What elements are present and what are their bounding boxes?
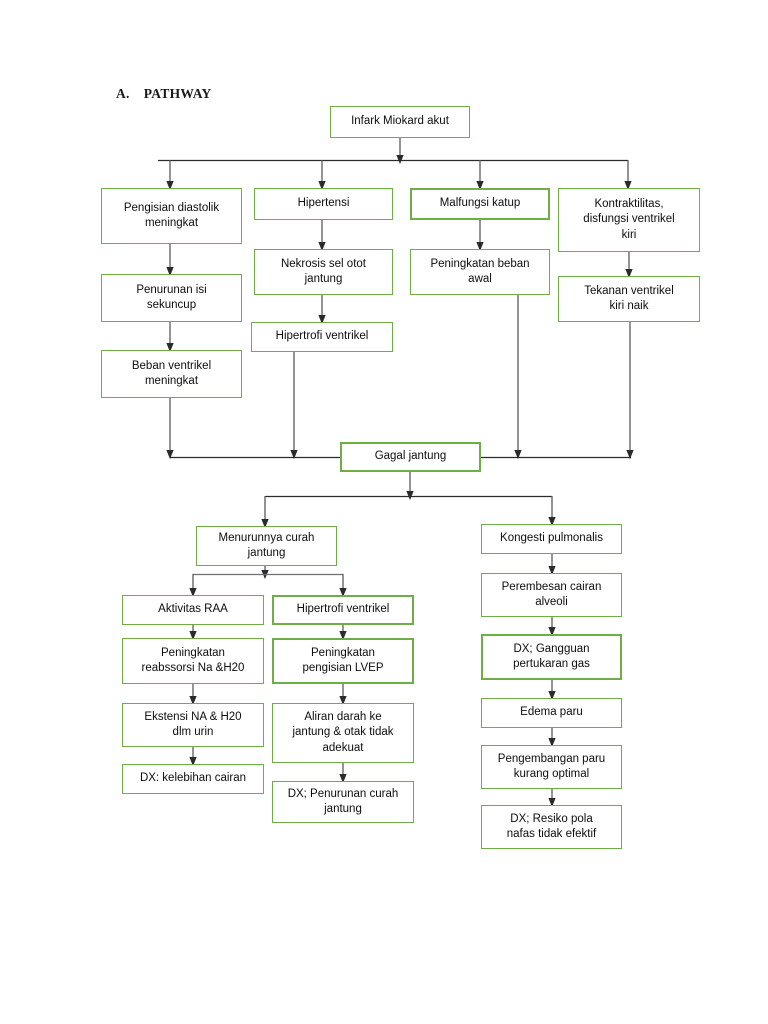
flow-node-label: DX: kelebihan cairan bbox=[139, 772, 247, 785]
flow-node-n22: Aliran darah ke jantung & otak tidak ade… bbox=[272, 703, 414, 763]
page-title-label: PATHWAY bbox=[143, 86, 212, 101]
flow-node-n3: Hipertensi bbox=[254, 188, 393, 220]
flow-node-n20: DX; Gangguan pertukaran gas bbox=[481, 634, 622, 680]
flow-node-n7: Nekrosis sel otot jantung bbox=[254, 249, 393, 295]
flow-node-n8: Peningkatan beban awal bbox=[410, 249, 550, 295]
flow-node-n16: Hipertrofi ventrikel bbox=[272, 595, 414, 625]
flow-node-label: DX; Resiko pola nafas tidak efektif bbox=[506, 812, 597, 840]
flow-node-n4: Malfungsi katup bbox=[410, 188, 550, 220]
flow-node-n1: Infark Miokard akut bbox=[330, 106, 470, 138]
flow-node-label: Aktivitas RAA bbox=[158, 603, 228, 616]
page-title: A. PATHWAY bbox=[116, 86, 212, 102]
flow-node-label: Kongesti pulmonalis bbox=[500, 532, 603, 545]
flow-node-label: Peningkatan pengisian LVEP bbox=[302, 646, 384, 674]
flow-node-label: DX; Gangguan pertukaran gas bbox=[513, 642, 590, 670]
flow-node-n24: DX: kelebihan cairan bbox=[122, 764, 264, 794]
flow-node-label: Peningkatan reabssorsi Na &H20 bbox=[141, 646, 245, 674]
flow-node-n17: Perembesan cairan alveoli bbox=[481, 573, 622, 617]
flow-node-label: Hipertrofi ventrikel bbox=[275, 330, 369, 343]
flow-node-label: Aliran darah ke jantung & otak tidak ade… bbox=[292, 711, 394, 754]
flow-node-label: Ekstensi NA & H20 dlm urin bbox=[144, 710, 242, 738]
flow-node-label: Penurunan isi sekuncup bbox=[136, 283, 207, 311]
flow-node-n14: Kongesti pulmonalis bbox=[481, 524, 622, 554]
flow-node-n11: Beban ventrikel meningkat bbox=[101, 350, 242, 398]
flow-node-n2: Pengisian diastolik meningkat bbox=[101, 188, 242, 244]
flow-node-label: Hipertrofi ventrikel bbox=[296, 603, 390, 616]
flow-node-n12: Gagal jantung bbox=[340, 442, 481, 472]
flow-node-label: Hipertensi bbox=[297, 197, 350, 210]
flow-node-n5: Kontraktilitas, disfungsi ventrikel kiri bbox=[558, 188, 700, 252]
flow-node-label: Tekanan ventrikel kiri naik bbox=[584, 284, 674, 312]
flow-node-n19: Peningkatan pengisian LVEP bbox=[272, 638, 414, 684]
flow-node-label: Pengembangan paru kurang optimal bbox=[497, 752, 606, 780]
flow-node-n10: Hipertrofi ventrikel bbox=[251, 322, 393, 352]
flow-node-label: Peningkatan beban awal bbox=[430, 257, 530, 285]
flow-node-label: Kontraktilitas, disfungsi ventrikel kiri bbox=[583, 198, 675, 241]
flow-node-n9: Tekanan ventrikel kiri naik bbox=[558, 276, 700, 322]
flow-node-n13: Menurunnya curah jantung bbox=[196, 526, 337, 566]
flow-node-n21: Ekstensi NA & H20 dlm urin bbox=[122, 703, 264, 747]
flow-node-label: Pengisian diastolik meningkat bbox=[123, 201, 220, 229]
page-title-letter: A. bbox=[116, 86, 130, 101]
flow-node-n25: DX; Penurunan curah jantung bbox=[272, 781, 414, 823]
flow-node-label: Beban ventrikel meningkat bbox=[131, 359, 212, 387]
flow-node-n6: Penurunan isi sekuncup bbox=[101, 274, 242, 322]
flow-node-label: Perembesan cairan alveoli bbox=[501, 580, 602, 608]
flow-node-n27: DX; Resiko pola nafas tidak efektif bbox=[481, 805, 622, 849]
flow-node-label: Gagal jantung bbox=[374, 450, 447, 463]
flow-node-label: DX; Penurunan curah jantung bbox=[287, 787, 399, 815]
flow-node-n23: Edema paru bbox=[481, 698, 622, 728]
flow-node-n15: Aktivitas RAA bbox=[122, 595, 264, 625]
flow-node-n26: Pengembangan paru kurang optimal bbox=[481, 745, 622, 789]
flow-node-label: Nekrosis sel otot jantung bbox=[280, 257, 366, 285]
flow-node-label: Infark Miokard akut bbox=[351, 115, 449, 128]
flow-node-label: Malfungsi katup bbox=[439, 197, 521, 210]
flow-node-label: Menurunnya curah jantung bbox=[218, 531, 315, 559]
flow-node-n18: Peningkatan reabssorsi Na &H20 bbox=[122, 638, 264, 684]
flow-node-label: Edema paru bbox=[520, 706, 583, 719]
